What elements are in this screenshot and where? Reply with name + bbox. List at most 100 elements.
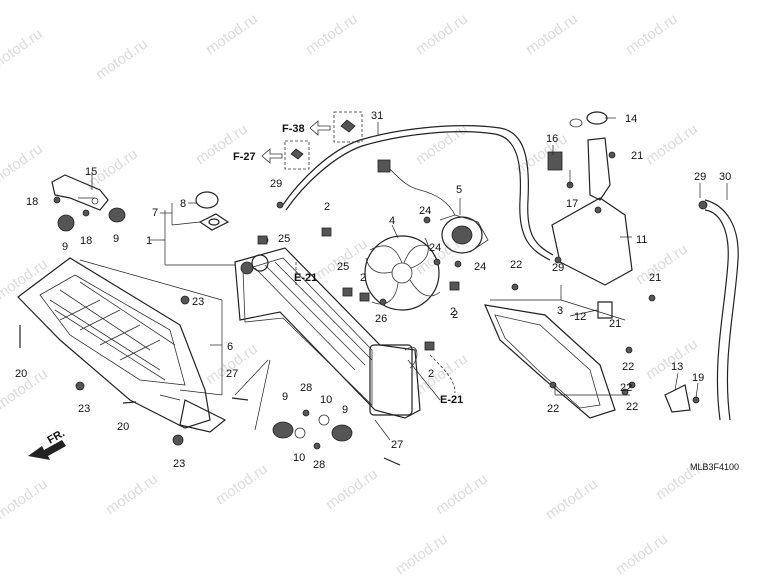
part-number[interactable]: 24 (419, 205, 431, 217)
dashed-box (284, 140, 310, 170)
hose-clip[interactable] (664, 384, 691, 413)
part-number[interactable]: 30 (719, 171, 731, 183)
bracket-icon (547, 151, 563, 171)
part-number[interactable]: 29 (270, 178, 282, 190)
watermark: motod.ru (623, 10, 681, 58)
part-number[interactable]: 27 (226, 368, 238, 380)
filler-hole (208, 218, 220, 226)
part-number[interactable]: 23 (192, 296, 204, 308)
part-number[interactable]: 22 (620, 382, 632, 394)
part-number[interactable]: 2 (428, 368, 434, 380)
part-number[interactable]: 21 (609, 318, 621, 330)
cooling-fan[interactable] (364, 235, 441, 311)
part-number[interactable]: 13 (671, 361, 683, 373)
watermark: motod.ru (323, 465, 381, 513)
part-number[interactable]: 15 (85, 166, 97, 178)
part-number[interactable]: 23 (173, 458, 185, 470)
part-number[interactable]: 20 (117, 421, 129, 433)
part-number[interactable]: 20 (15, 368, 27, 380)
part-number[interactable]: 12 (574, 311, 586, 323)
part-number[interactable]: 19 (692, 372, 704, 384)
arrow-left-icon (309, 120, 331, 136)
neck-icon (240, 261, 254, 275)
grille-tab (179, 399, 227, 433)
watermark: motod.ru (0, 255, 51, 303)
stay-bracket[interactable] (597, 301, 613, 319)
part-number[interactable]: 9 (282, 391, 288, 403)
part-number[interactable]: 7 (152, 207, 158, 219)
part-number[interactable]: 29 (694, 171, 706, 183)
part-number[interactable]: 17 (566, 198, 578, 210)
part-number[interactable]: 2 (324, 201, 330, 213)
part-number[interactable]: 2 (360, 272, 366, 284)
o-ring (569, 118, 583, 128)
part-number[interactable]: 11 (636, 234, 647, 246)
section-ref-f38[interactable]: F-38 (282, 111, 363, 143)
part-number[interactable]: 10 (293, 452, 305, 464)
side-shroud[interactable] (484, 304, 616, 419)
section-ref-e21[interactable]: E-21 (440, 394, 463, 406)
side-tank (369, 344, 413, 416)
section-ref-e21[interactable]: E-21 (294, 272, 317, 284)
grommet[interactable] (57, 207, 126, 232)
part-number[interactable]: 25 (337, 261, 349, 273)
part-number[interactable]: 2 (450, 306, 456, 318)
bolts[interactable] (19, 151, 708, 466)
part-number[interactable]: 22 (510, 259, 522, 271)
watermark: motod.ru (643, 120, 701, 168)
fan-motor[interactable] (377, 159, 489, 254)
part-number[interactable]: 24 (429, 242, 441, 254)
section-ref-label: F-38 (282, 123, 305, 135)
part-number[interactable]: 5 (456, 184, 462, 196)
part-number[interactable]: 29 (552, 262, 564, 274)
mount-rubbers[interactable] (272, 409, 353, 450)
part-number[interactable]: 21 (631, 150, 643, 162)
inlet-pipe (251, 254, 269, 272)
part-number[interactable]: 22 (622, 361, 634, 373)
part-number[interactable]: 25 (278, 233, 290, 245)
part-number[interactable]: 2 (452, 309, 458, 321)
watermark: motod.ru (613, 530, 671, 576)
part-number[interactable]: 16 (546, 133, 558, 145)
radiator-hose[interactable] (281, 125, 554, 261)
part-number[interactable]: 22 (626, 401, 638, 413)
part-number[interactable]: 21 (649, 272, 661, 284)
part-number[interactable]: 24 (474, 261, 486, 273)
part-number[interactable]: 18 (80, 235, 92, 247)
part-number[interactable]: 1 (146, 235, 152, 247)
part-number[interactable]: 9 (62, 241, 68, 253)
part-number[interactable]: 9 (113, 233, 119, 245)
part-number[interactable]: 4 (389, 215, 395, 227)
watermark: motod.ru (413, 10, 471, 58)
radiator-core[interactable] (234, 247, 421, 419)
section-ref-f27[interactable]: F-27 (233, 140, 310, 170)
radiator-grille[interactable] (17, 257, 227, 433)
part-number[interactable]: 23 (78, 403, 90, 415)
part-number[interactable]: 22 (547, 403, 559, 415)
part-number[interactable]: 3 (557, 305, 563, 317)
watermark: motod.ru (103, 470, 161, 518)
part-number[interactable]: 28 (300, 382, 312, 394)
part-number[interactable]: 27 (391, 439, 403, 451)
part-number[interactable]: 18 (26, 196, 38, 208)
leader-lines (78, 117, 728, 441)
part-number[interactable]: 6 (227, 341, 233, 353)
part-number[interactable]: 28 (313, 459, 325, 471)
overflow-hose[interactable] (704, 199, 739, 421)
watermark: motod.ru (93, 35, 151, 83)
clips[interactable] (257, 227, 460, 351)
part-number[interactable]: 8 (180, 198, 186, 210)
radiator-cap-assembly[interactable] (195, 191, 230, 231)
diagram-code: MLB3F4100 (690, 462, 739, 472)
watermark: motod.ru (543, 475, 601, 523)
part-number[interactable]: 9 (342, 404, 348, 416)
part-number[interactable]: 14 (625, 113, 637, 125)
part-number[interactable]: 10 (320, 394, 332, 406)
watermark: motod.ru (0, 475, 51, 523)
watermark: motod.ru (633, 240, 691, 288)
part-number[interactable]: 31 (371, 110, 383, 122)
watermark: motod.ru (213, 460, 271, 508)
part-number[interactable]: 26 (375, 313, 387, 325)
